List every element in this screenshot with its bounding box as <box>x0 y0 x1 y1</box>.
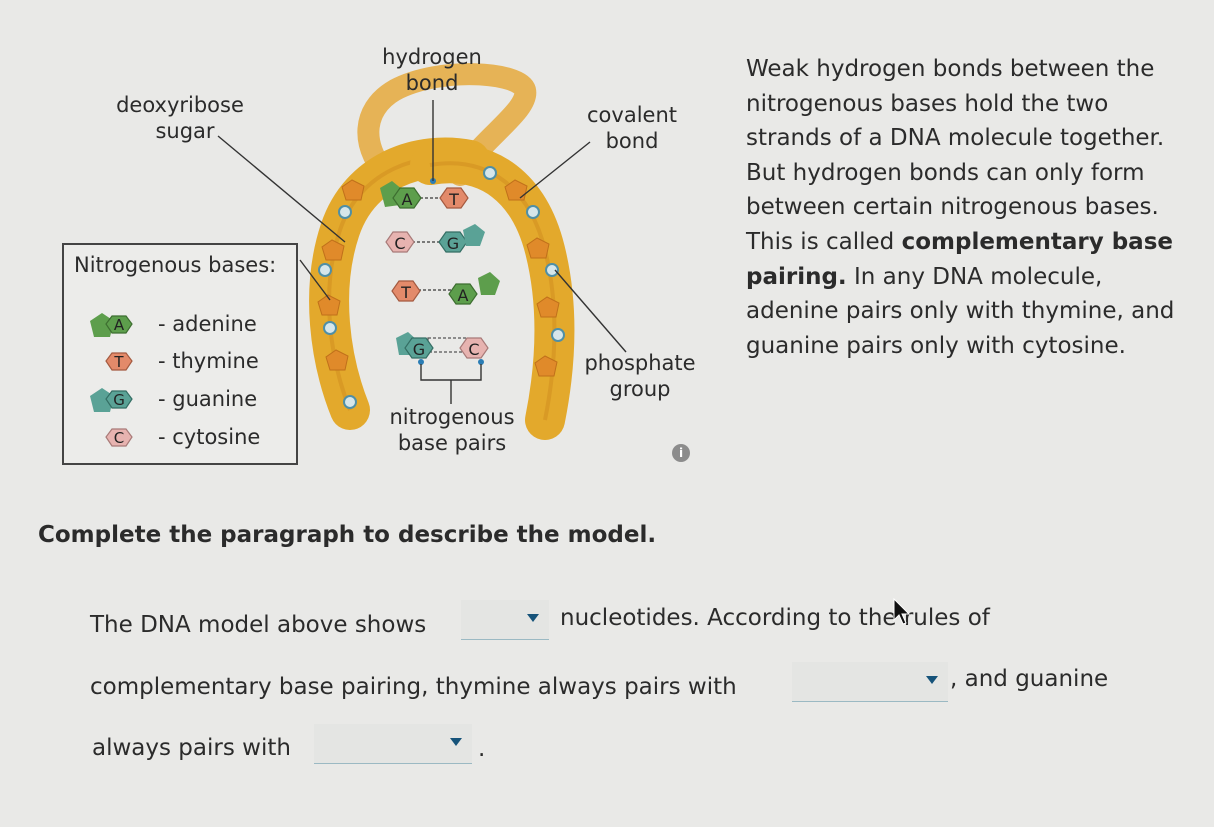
sentence-3-before: always pairs with <box>92 735 291 761</box>
svg-text:A: A <box>402 190 413 209</box>
chevron-down-icon <box>926 676 938 684</box>
label-deoxyribose-sugar: deoxyribose sugar <box>116 93 244 143</box>
svg-text:G: G <box>113 391 125 409</box>
chevron-down-icon <box>450 738 462 746</box>
svg-text:G: G <box>413 340 425 359</box>
base-pair-1: A T <box>380 178 469 209</box>
legend-item-adenine: A - adenine <box>84 309 257 339</box>
cytosine-icon: C <box>105 428 133 447</box>
legend-label-adenine: - adenine <box>158 312 257 336</box>
info-icon[interactable]: i <box>672 444 690 462</box>
sentence-2-before: complementary base pairing, thymine alwa… <box>90 674 737 700</box>
base-pair-2: C G <box>385 224 485 253</box>
explanation-paragraph: Weak hydrogen bonds between the nitrogen… <box>746 52 1186 363</box>
explanation-bold-term: complementary base pairing. <box>746 228 1173 290</box>
svg-text:T: T <box>113 353 124 371</box>
sentence-2-after: , and guanine <box>950 666 1109 692</box>
explanation-text-2: In any DNA molecule, adenine pairs only … <box>746 263 1175 359</box>
legend-label-guanine: - guanine <box>158 387 258 411</box>
legend-item-guanine: G - guanine <box>84 384 257 414</box>
question-prompt: Complete the paragraph to describe the m… <box>38 522 657 548</box>
legend-title: Nitrogenous bases: <box>74 253 277 277</box>
dna-diagram: A T C G T A G C <box>217 63 627 440</box>
nucleotide-count-dropdown[interactable] <box>461 600 549 640</box>
svg-text:A: A <box>458 286 469 305</box>
chevron-down-icon <box>527 614 539 622</box>
svg-text:C: C <box>394 234 405 253</box>
guanine-icon: G <box>90 388 133 412</box>
legend-item-cytosine: C - cytosine <box>84 422 260 452</box>
svg-text:T: T <box>448 190 459 209</box>
adenine-icon: A <box>90 313 133 337</box>
strand-twist-back <box>357 63 537 191</box>
legend-label-cytosine: - cytosine <box>158 425 261 449</box>
label-nitrogenous-base-pairs: nitrogenous base pairs <box>389 405 515 455</box>
svg-text:A: A <box>114 316 125 334</box>
phosphate-groups <box>318 166 565 409</box>
svg-text:C: C <box>114 429 124 447</box>
label-hydrogen-bond: hydrogen bond <box>382 45 482 95</box>
sentence-1-after: nucleotides. According to the rules of <box>560 605 990 631</box>
base-pair-3: T A <box>391 272 500 305</box>
label-phosphate-group: phosphate group <box>584 351 696 401</box>
legend-box: Nitrogenous bases: A - adenine T - thymi… <box>62 243 298 465</box>
legend-label-thymine: - thymine <box>158 349 259 373</box>
sentence-1-before: The DNA model above shows <box>90 612 427 638</box>
legend-item-thymine: T - thymine <box>84 346 259 376</box>
base-pair-4: G C <box>396 332 489 365</box>
thymine-icon: T <box>105 352 133 371</box>
svg-text:G: G <box>447 234 459 253</box>
sentence-3-after: . <box>478 736 486 762</box>
leader-lines <box>217 100 627 404</box>
mouse-cursor-icon <box>893 598 911 625</box>
explanation-text-1: Weak hydrogen bonds between the nitrogen… <box>746 56 1165 255</box>
thymine-pair-dropdown[interactable] <box>792 662 948 702</box>
label-covalent-bond: covalent bond <box>587 103 677 153</box>
deoxyribose-sugars <box>317 179 560 377</box>
svg-text:T: T <box>400 283 411 302</box>
svg-text:C: C <box>468 340 479 359</box>
guanine-pair-dropdown[interactable] <box>314 724 472 764</box>
